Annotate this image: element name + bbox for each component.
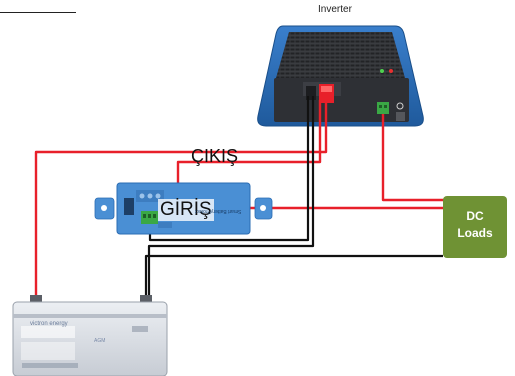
battery-brand: victron energy xyxy=(30,321,68,327)
led-red-icon xyxy=(389,69,393,73)
output-label: ÇIKIŞ xyxy=(191,146,239,166)
dc-loads-label: DC Loads xyxy=(443,208,507,242)
inverter-negative-terminal xyxy=(306,86,316,100)
positive-wires xyxy=(34,98,446,300)
inverter xyxy=(257,25,424,127)
led-green-icon xyxy=(380,69,384,73)
inverter-grille xyxy=(276,32,405,78)
battery-positive-post xyxy=(30,295,42,304)
mount-hole-left-icon xyxy=(101,205,107,211)
remote-terminal-block xyxy=(377,102,389,114)
input-label: GİRİŞ xyxy=(158,199,214,221)
dc-loads-line-2: Loads xyxy=(457,226,493,240)
mount-hole-right-icon xyxy=(260,205,266,211)
inverter-panel xyxy=(274,78,409,122)
protect-label: Smart BatteryProtect xyxy=(195,208,242,214)
battery-negative-post xyxy=(140,295,152,304)
power-button-icon xyxy=(396,102,404,110)
dc-loads-line-1: DC xyxy=(466,209,484,223)
battery-model: AGM xyxy=(94,338,106,344)
inverter-title: Inverter xyxy=(318,4,352,15)
top-rule xyxy=(0,12,76,13)
dc-loads-box xyxy=(443,196,507,258)
battery xyxy=(12,295,168,376)
